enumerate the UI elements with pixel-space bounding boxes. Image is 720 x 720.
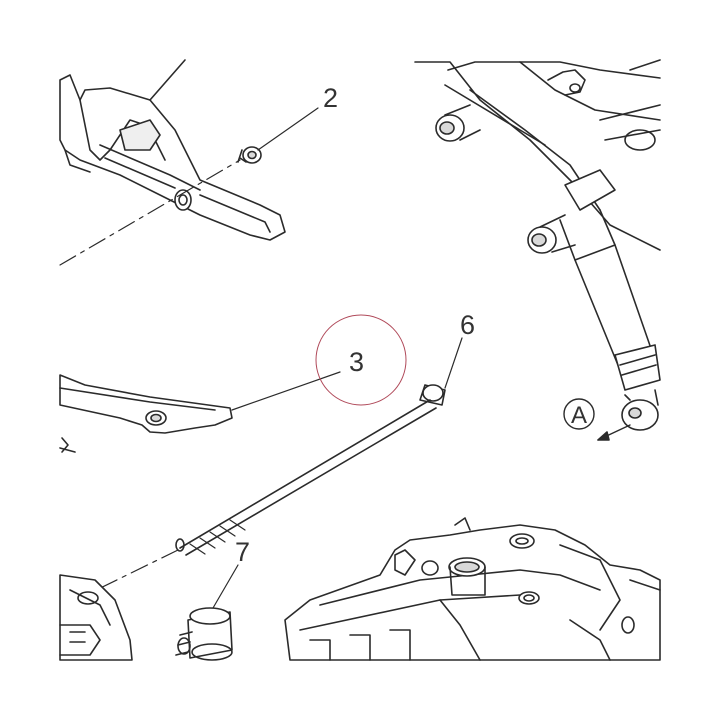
engine-block-lower-right [284,517,661,661]
frame-assembly-right [414,59,661,431]
callout-7: 7 [235,537,250,567]
highlight-circle [315,314,407,406]
dashed-axis-line-top [59,159,241,266]
callout-3: 3 [349,347,364,377]
callout-6: 6 [460,310,475,340]
dashed-axis-line-bottom [79,549,179,599]
callout-2: 2 [323,83,338,113]
bushing-part-7 [175,607,233,661]
leader-line-6 [444,337,463,389]
callout-a: A [571,402,587,429]
view-a-circle [563,398,595,430]
leader-line-3 [231,371,341,411]
flat-bar-part-3 [59,374,233,453]
lower-left-housing [59,574,133,661]
long-bolt-part-6 [175,384,446,556]
leader-line-2 [257,107,319,151]
top-left-bracket-part [59,59,286,241]
screw-part-2 [237,146,262,164]
leader-line-7 [212,564,239,609]
